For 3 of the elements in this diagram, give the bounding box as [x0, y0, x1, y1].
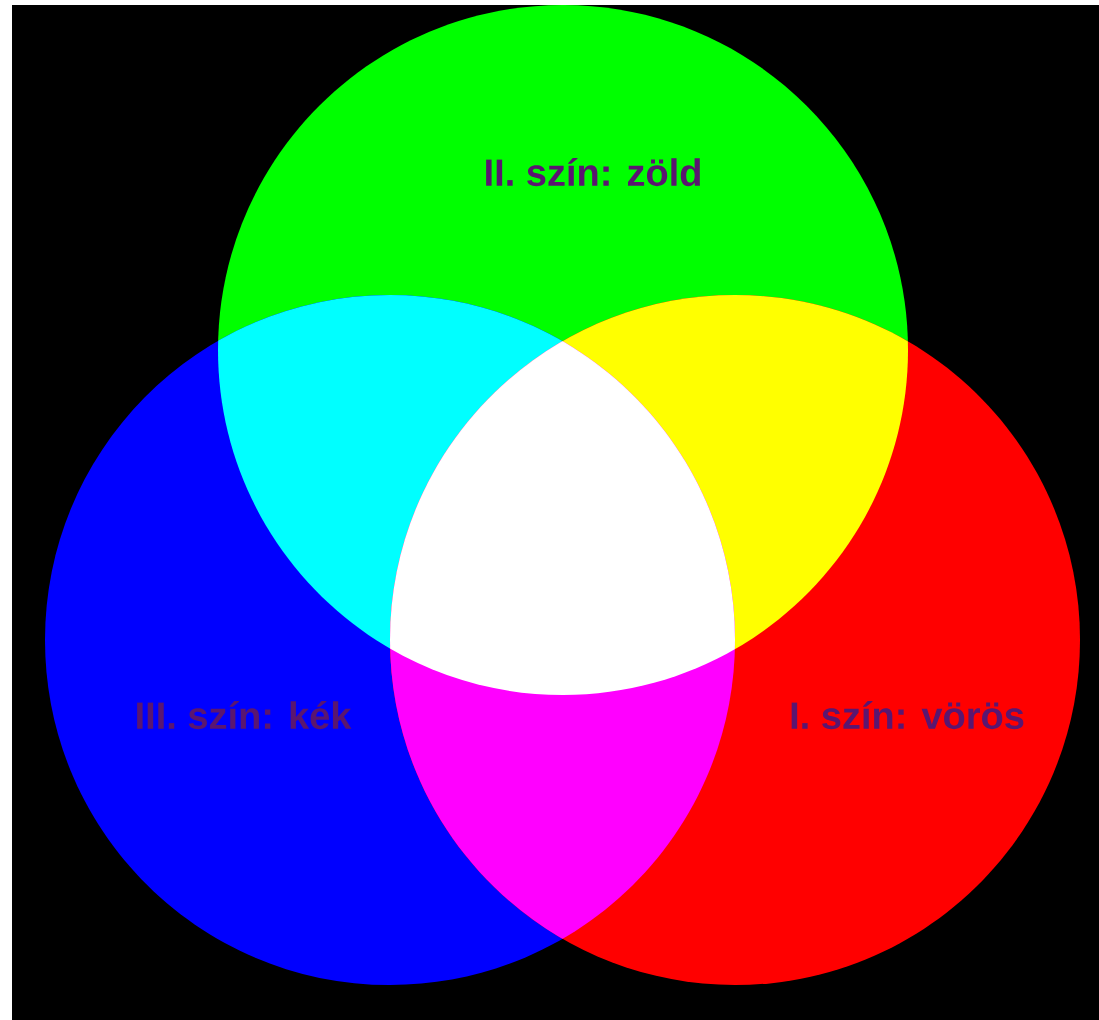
circle-label: III. szín: kék — [137, 700, 352, 730]
circle-label: II. szín: zöld — [486, 157, 700, 187]
circle-label: I. szín: vörös — [791, 700, 1024, 730]
